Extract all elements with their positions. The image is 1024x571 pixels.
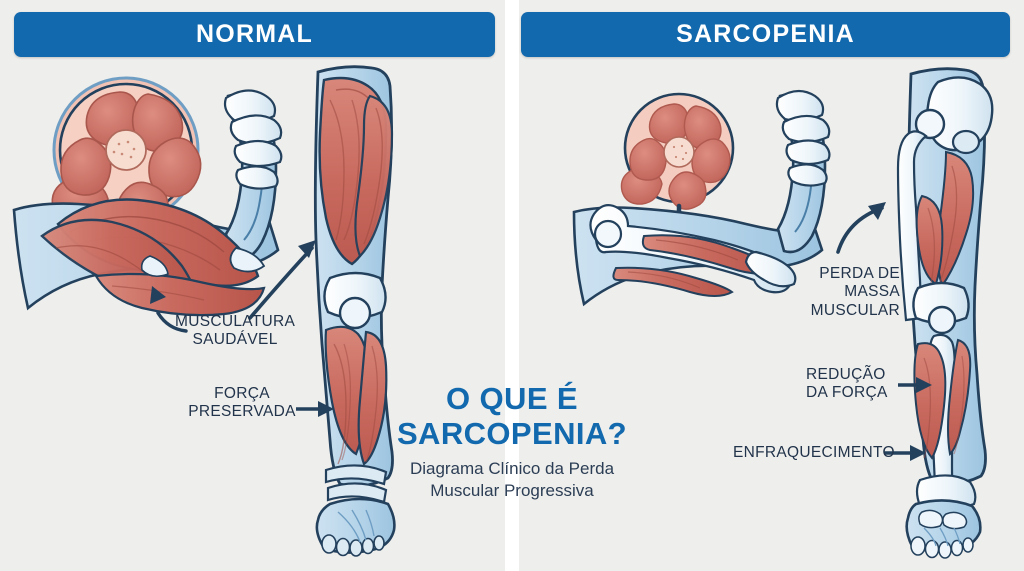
label-enfraquecimento: ENFRAQUECIMENTO <box>733 444 895 461</box>
label-perda-line-1: PERDA DE <box>819 265 900 282</box>
subtitle-line-1: Diagrama Clínico da Perda <box>409 459 615 479</box>
banner-label-sarcopenia: SARCOPENIA <box>676 20 855 48</box>
normal-arm-callout-arrow-icon <box>150 286 188 333</box>
banner-label-normal: NORMAL <box>196 20 313 48</box>
label-reducao-da-forca: REDUÇÃO DA FORÇA <box>806 366 896 403</box>
normal-forca-arrow-icon <box>296 401 334 417</box>
label-perda-line-3: MUSCULAR <box>810 301 900 319</box>
label-forca-preservada: FORÇA PRESERVADA <box>188 385 296 422</box>
center-title-block: O QUE É SARCOPENIA? Diagrama Clínico da … <box>384 381 640 501</box>
label-reducao-line-2: DA FORÇA <box>806 384 888 402</box>
header-banner-normal: NORMAL <box>14 12 495 57</box>
sarcopenia-leg-callout-arrow-icon <box>836 202 886 254</box>
label-musculatura-line-2: SAUDÁVEL <box>192 331 278 349</box>
label-perda-line-2: MASSA <box>844 283 900 301</box>
sarcopenia-enfraquecimento-arrow-icon <box>884 445 926 461</box>
label-musculatura-line-1: MUSCULATURA <box>175 313 296 330</box>
sarcopenia-cross-section-figure <box>620 92 735 210</box>
sarcopenia-reducao-arrow-icon <box>898 377 932 393</box>
label-forca-line-2: PRESERVADA <box>188 403 296 421</box>
label-forca-line-1: FORÇA <box>214 385 270 402</box>
normal-leg-callout-arrow-icon <box>248 240 316 320</box>
panel-divider <box>505 0 519 571</box>
subtitle-block: Diagrama Clínico da Perda Muscular Progr… <box>384 458 640 501</box>
normal-arm-figure <box>12 89 283 317</box>
header-banner-sarcopenia: SARCOPENIA <box>521 12 1010 57</box>
sarcopenia-arm-figure <box>572 89 831 307</box>
title-line-2: SARCOPENIA? <box>396 415 628 451</box>
sarcopenia-leg-figure <box>896 67 994 559</box>
label-perda-massa-muscular: PERDA DE MASSA MUSCULAR <box>808 265 900 320</box>
title-line-1: O QUE É <box>446 381 578 416</box>
subtitle-line-2: Muscular Progressiva <box>430 480 594 500</box>
normal-leg-figure <box>313 65 396 557</box>
label-musculatura-saudavel: MUSCULATURA SAUDÁVEL <box>175 313 295 350</box>
label-reducao-line-1: REDUÇÃO <box>806 366 886 383</box>
